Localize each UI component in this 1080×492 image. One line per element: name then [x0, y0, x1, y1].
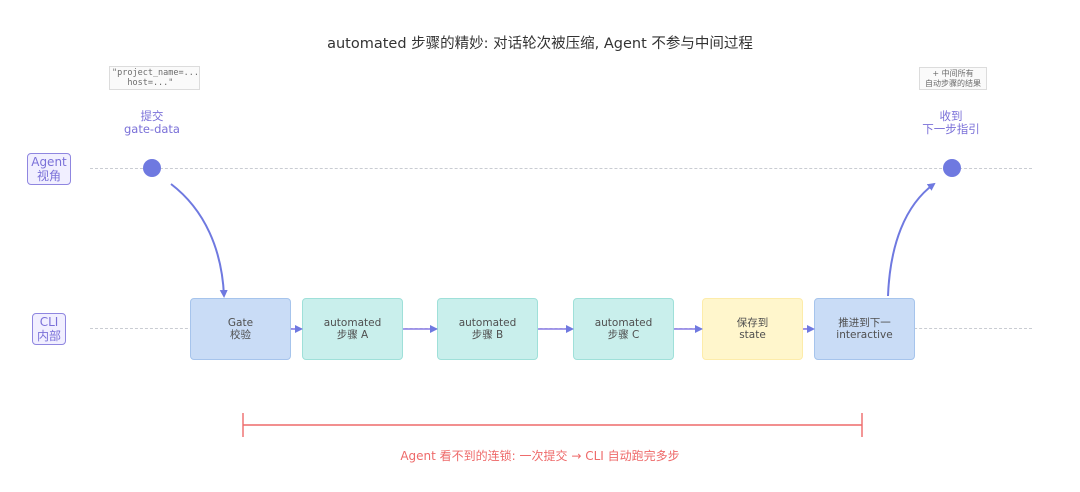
step-save-state: 保存到 state	[702, 298, 803, 360]
step-automated-a: automated 步骤 A	[302, 298, 403, 360]
submit-arrow	[170, 183, 228, 298]
receive-caption: 收到 下一步指引	[922, 109, 980, 136]
range-bracket	[242, 413, 863, 437]
submit-payload-note: "project_name=... host=..."	[109, 66, 200, 90]
step-gate-check: Gate 校验	[190, 298, 291, 360]
diagram-title: automated 步骤的精妙: 对话轮次被压缩, Agent 不参与中间过程	[327, 36, 753, 52]
cli-lane-label: CLI 内部	[32, 313, 66, 345]
receive-point	[943, 159, 961, 177]
step-automated-b: automated 步骤 B	[437, 298, 538, 360]
agent-lane-label: Agent 视角	[27, 153, 71, 185]
result-note: + 中间所有 自动步骤的结果	[919, 67, 987, 90]
bracket-caption: Agent 看不到的连锁: 一次提交 → CLI 自动跑完多步	[400, 449, 680, 463]
agent-lane-line	[90, 168, 1032, 169]
submit-point	[143, 159, 161, 177]
submit-caption: 提交 gate-data	[124, 109, 180, 136]
step-automated-c: automated 步骤 C	[573, 298, 674, 360]
step-advance-interactive: 推进到下一 interactive	[814, 298, 915, 360]
return-arrow	[887, 182, 936, 297]
